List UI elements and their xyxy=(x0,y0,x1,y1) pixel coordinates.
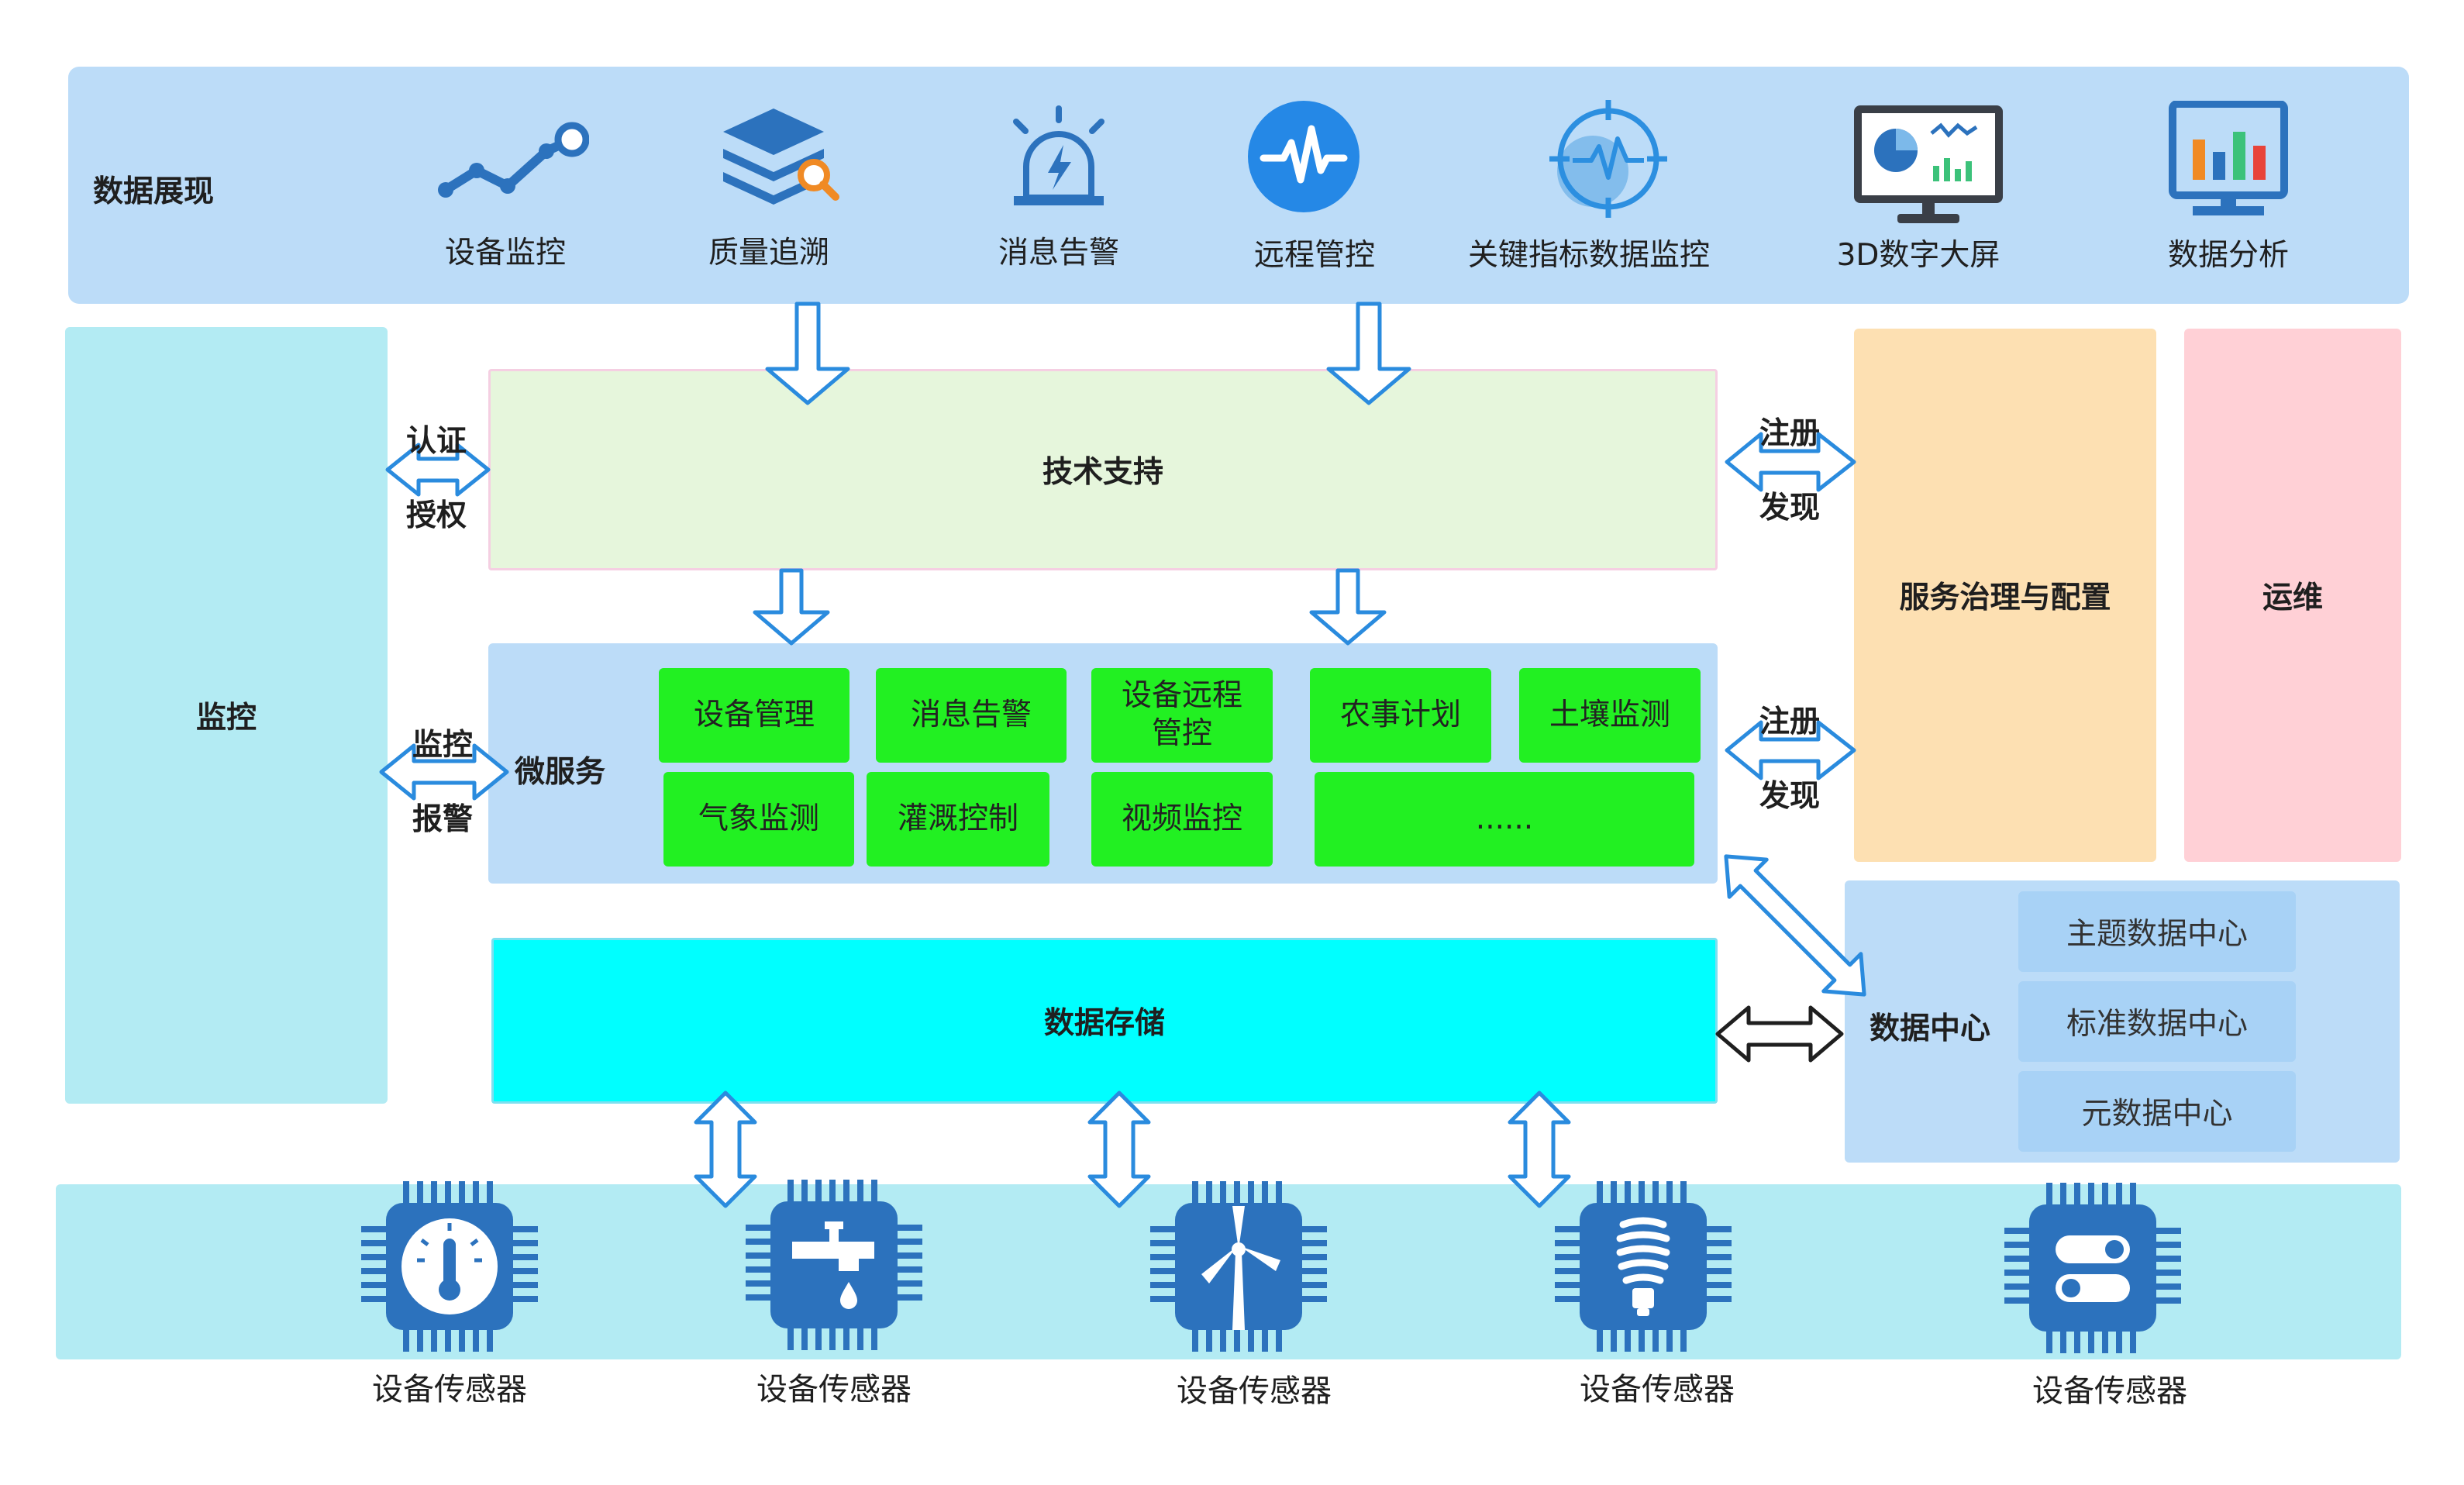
thermometer-chip-icon xyxy=(361,1181,538,1352)
dc-metadata-center: 元数据中心 xyxy=(2018,1071,2296,1152)
top-item-label-5: 关键指标数据监控 xyxy=(1467,238,1710,273)
governance-title: 服务治理与配置 xyxy=(1899,581,2111,615)
ms-video-monitoring: 视频监控 xyxy=(1091,772,1273,867)
sensor-label-4: 设备传感器 xyxy=(1580,1372,1735,1407)
ms-farm-plan: 农事计划 xyxy=(1310,668,1491,763)
register-label-top-1: 注册 xyxy=(1759,416,1821,451)
sensor-label-5: 设备传感器 xyxy=(2032,1373,2187,1409)
bulb-chip-icon xyxy=(1555,1181,1732,1352)
ops-title: 运维 xyxy=(2262,581,2323,615)
target-pulse-icon xyxy=(1549,100,1667,218)
top-item-label-6: 3D数字大屏 xyxy=(1836,238,2000,273)
monitor-panel-title: 监控 xyxy=(195,701,257,736)
ms-message-alarm: 消息告警 xyxy=(876,668,1067,763)
sensor-label-3: 设备传感器 xyxy=(1177,1373,1332,1409)
faucet-chip-icon xyxy=(746,1180,922,1350)
ms-weather-monitoring: 气象监测 xyxy=(663,772,854,867)
data-center-title: 数据中心 xyxy=(1870,1011,1991,1046)
ms-soil-monitoring: 土壤监测 xyxy=(1519,668,1701,763)
data-storage-title: 数据存储 xyxy=(1043,1006,1165,1041)
ms-more: ...... xyxy=(1315,772,1694,867)
register-label-top-2: 注册 xyxy=(1759,705,1821,739)
tech-support-title: 技术支持 xyxy=(1042,455,1163,490)
wind-turbine-chip-icon xyxy=(1150,1181,1327,1352)
monitor-dashboard-icon xyxy=(1854,105,2003,223)
ops-panel: 运维 xyxy=(2184,329,2401,862)
storage-datacenter-arrow xyxy=(1715,1005,1844,1063)
ms-remote-control: 设备远程管控 xyxy=(1091,668,1273,763)
top-item-label-7: 数据分析 xyxy=(2167,238,2289,273)
down-arrow-3 xyxy=(753,568,830,646)
alarm-label-bottom: 报警 xyxy=(412,802,474,837)
top-item-label-2: 质量追溯 xyxy=(708,236,829,270)
bar-chart-monitor-icon xyxy=(2169,101,2288,215)
pulse-circle-icon xyxy=(1248,101,1360,212)
governance-panel: 服务治理与配置 xyxy=(1854,329,2156,862)
ms-device-management: 设备管理 xyxy=(659,668,849,763)
sensor-label-1: 设备传感器 xyxy=(372,1372,527,1407)
down-arrow-4 xyxy=(1309,568,1387,646)
tech-support-panel: 技术支持 xyxy=(488,369,1718,570)
layers-search-icon xyxy=(723,109,839,205)
auth-label-bottom: 授权 xyxy=(406,498,467,533)
alarm-label-top: 监控 xyxy=(412,728,474,763)
switch-chip-icon xyxy=(2004,1183,2181,1353)
ms-remote-control-label: 设备远程管控 xyxy=(1121,678,1242,751)
auth-label-top: 认证 xyxy=(406,424,467,459)
register-label-bottom-2: 发现 xyxy=(1759,779,1821,814)
sensor-label-2: 设备传感器 xyxy=(756,1372,912,1407)
dc-standard-data-center: 标准数据中心 xyxy=(2018,981,2296,1062)
dc-topic-data-center: 主题数据中心 xyxy=(2018,891,2296,972)
trend-line-icon xyxy=(438,122,589,198)
top-item-label-3: 消息告警 xyxy=(998,236,1119,270)
ms-irrigation-control: 灌溉控制 xyxy=(867,772,1049,867)
microservice-title: 微服务 xyxy=(515,755,606,790)
monitor-panel: 监控 xyxy=(65,327,388,1104)
alarm-light-icon xyxy=(1013,105,1104,205)
register-label-bottom-1: 发现 xyxy=(1759,491,1821,525)
top-item-label-4: 远程管控 xyxy=(1253,238,1375,273)
top-item-label-1: 设备监控 xyxy=(444,236,566,270)
data-storage-panel: 数据存储 xyxy=(491,938,1718,1104)
data-display-title: 数据展现 xyxy=(93,174,215,209)
